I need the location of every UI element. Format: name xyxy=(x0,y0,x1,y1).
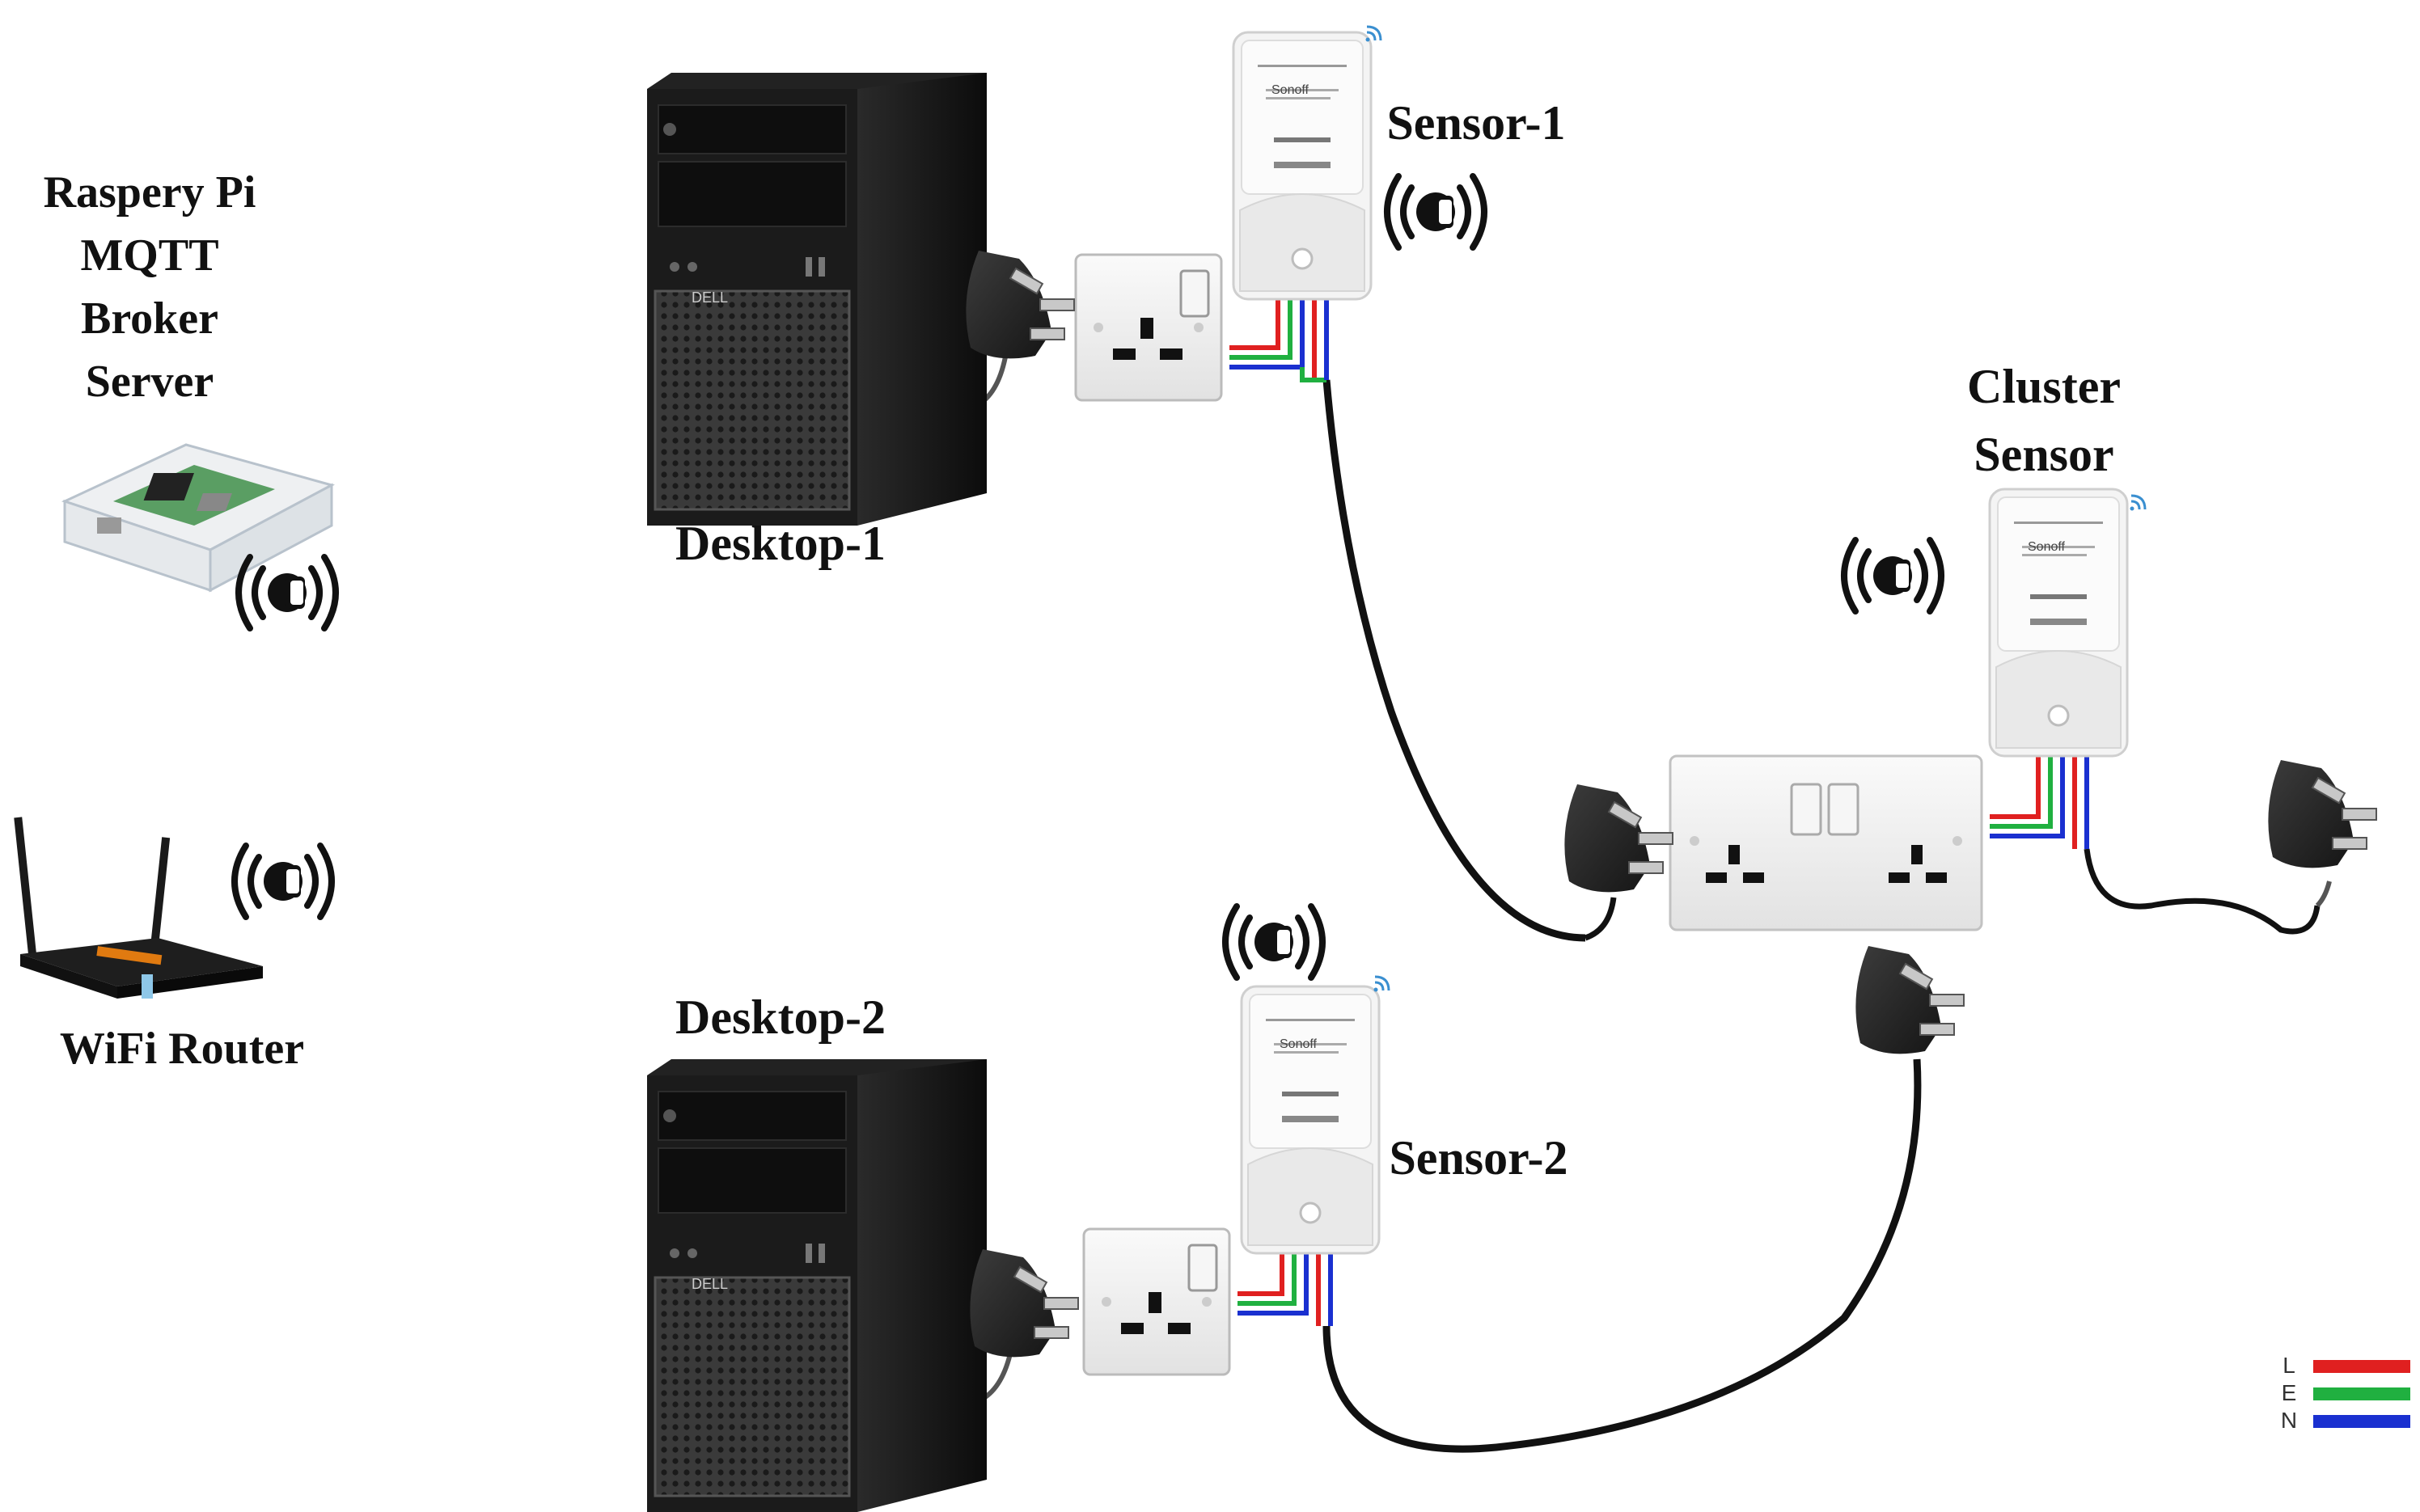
sensor1-label: Sensor-1 xyxy=(1386,96,1565,150)
sensor1-brand: Sonoff xyxy=(1271,83,1309,97)
legend-label-e: E xyxy=(2282,1380,2297,1405)
broker-label-line4: Server xyxy=(86,357,214,407)
sensor2-output-cable xyxy=(1322,1058,1922,1453)
raspberry-pi-icon xyxy=(61,443,336,593)
wifi-badge-icon xyxy=(235,846,332,917)
plug-sensor2-icon xyxy=(1855,945,1965,1055)
cluster-wires xyxy=(1990,752,2089,849)
wifi-signal-icon xyxy=(1364,25,1382,43)
desktop1-label: Desktop-1 xyxy=(675,517,886,570)
wifi-badge-icon xyxy=(1387,176,1484,247)
sensor1-icon xyxy=(1232,31,1373,301)
socket1-icon xyxy=(1074,253,1223,402)
sensor2-icon xyxy=(1240,985,1381,1255)
wifi-badge-icon xyxy=(1844,540,1941,611)
cluster-output-cable xyxy=(2084,848,2321,935)
desktop1-brand: DELL xyxy=(692,289,728,306)
legend-label-l: L xyxy=(2282,1353,2295,1378)
sensor2-label: Sensor-2 xyxy=(1389,1131,1568,1185)
sensor1-output-cable xyxy=(1322,379,1586,942)
broker-label: Raspery Pi MQTT Broker Server xyxy=(44,167,256,407)
broker-label-line3: Broker xyxy=(81,294,218,344)
legend-swatch-n xyxy=(2313,1415,2410,1428)
plug-cluster-icon xyxy=(2267,759,2377,869)
sensor2-brand: Sonoff xyxy=(1280,1037,1318,1051)
desktop2-brand: DELL xyxy=(692,1276,728,1292)
plug-sensor1-icon xyxy=(1563,783,1673,893)
cluster-label-line1: Cluster xyxy=(1967,360,2121,413)
wifi-badge-icon xyxy=(1225,906,1322,978)
wifi-router-icon xyxy=(14,817,263,999)
router-label: WiFi Router xyxy=(60,1024,304,1074)
legend-swatch-e xyxy=(2313,1387,2410,1400)
wire-legend: LEN xyxy=(2281,1353,2410,1433)
wifi-signal-icon xyxy=(2129,494,2147,512)
plug-desktop2-icon xyxy=(969,1248,1079,1358)
double-socket-icon xyxy=(1669,754,1983,931)
desktop2-label: Desktop-2 xyxy=(675,990,886,1044)
broker-label-line1: Raspery Pi xyxy=(44,167,256,218)
legend-swatch-l xyxy=(2313,1360,2410,1373)
broker-label-line2: MQTT xyxy=(80,230,218,281)
cluster-sensor-icon xyxy=(1988,488,2129,758)
socket2-icon xyxy=(1082,1227,1231,1376)
legend-label-n: N xyxy=(2281,1408,2297,1433)
plug-desktop1-icon xyxy=(965,250,1075,360)
cluster-sensor-brand: Sonoff xyxy=(2028,540,2066,554)
wifi-signal-icon xyxy=(1373,975,1390,993)
cluster-label-line2: Sensor xyxy=(1974,428,2113,481)
